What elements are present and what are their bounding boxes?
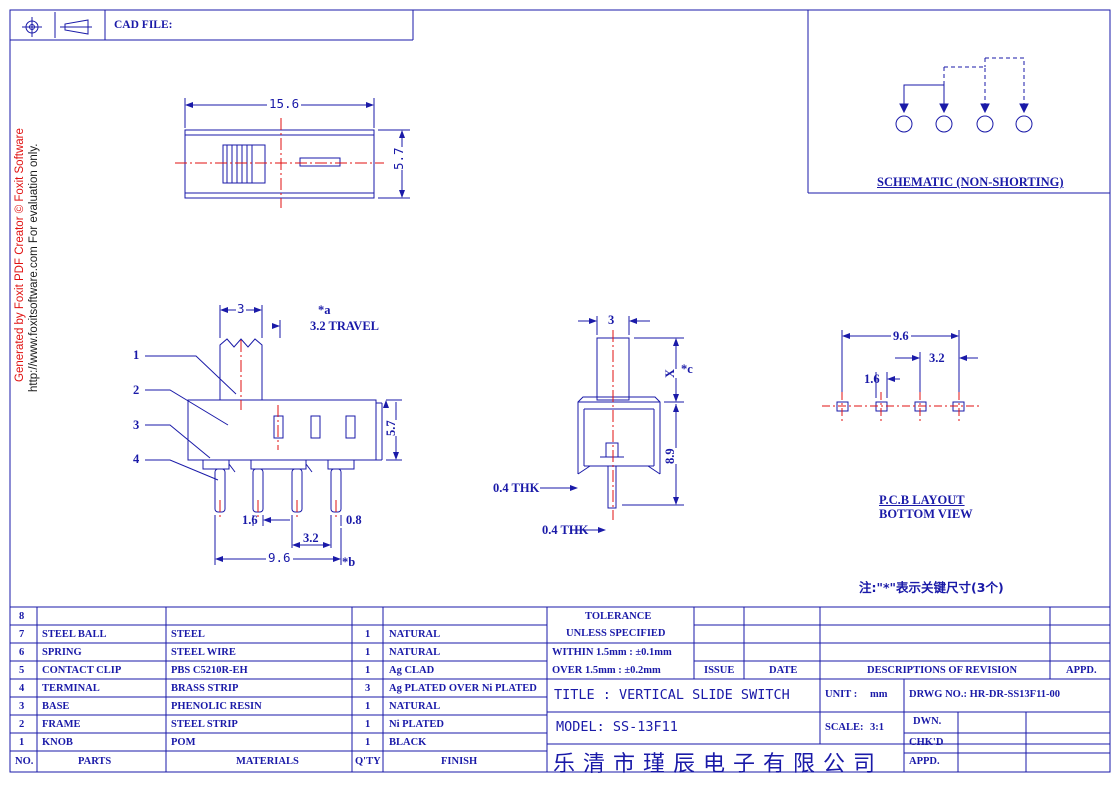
bom-material: BRASS STRIP xyxy=(171,683,239,694)
travel-note: *a xyxy=(318,303,331,317)
pin-width-dim: 1.6 xyxy=(242,513,258,527)
bom-material: PHENOLIC RESIN xyxy=(171,701,262,712)
bom-part: TERMINAL xyxy=(42,683,100,694)
bom-no: 6 xyxy=(19,647,25,658)
top-view xyxy=(184,98,410,199)
revision-issue: ISSUE xyxy=(704,665,735,676)
bom-finish: BLACK xyxy=(389,737,427,748)
bom-qty: 3 xyxy=(365,683,371,694)
chkd-label: CHK'D xyxy=(909,737,944,748)
projection-symbol-icon xyxy=(22,17,92,37)
pcb-pitch-dim: 3.2 xyxy=(929,351,945,365)
bom-no: 1 xyxy=(19,737,25,748)
revision-date: DATE xyxy=(769,665,798,676)
callout-2: 2 xyxy=(133,383,140,397)
bom-finish: Ag PLATED OVER Ni PLATED xyxy=(389,683,537,694)
bom-no: 8 xyxy=(19,611,25,622)
dwn-label: DWN. xyxy=(913,716,942,727)
model-number: MODEL: SS-13F11 xyxy=(556,719,678,735)
bom-finish: Ni PLATED xyxy=(389,719,444,730)
cad-file-label: CAD FILE: xyxy=(114,19,173,31)
side-x-label: X xyxy=(663,368,677,378)
bom-qty: 1 xyxy=(365,737,371,748)
bom-no: 3 xyxy=(19,701,25,712)
scale-label: SCALE: xyxy=(825,722,864,733)
span-note: *b xyxy=(342,555,356,569)
schematic-caption: SCHEMATIC (NON-SHORTING) xyxy=(877,175,1064,189)
bom-part: KNOB xyxy=(42,737,73,748)
bom-material: STEEL WIRE xyxy=(171,647,236,658)
pin-thk-dim: 0.8 xyxy=(346,513,362,527)
side-thk-lower: 0.4 THK xyxy=(542,523,589,537)
bom-header-no: NO. xyxy=(15,756,34,767)
bom-part: FRAME xyxy=(42,719,81,730)
side-x-note: *c xyxy=(681,362,693,376)
tolerance-over: OVER 1.5mm : ±0.2mm xyxy=(552,665,661,676)
bom-finish: NATURAL xyxy=(389,701,441,712)
pin-span-dim: 9.6 xyxy=(266,550,293,565)
bom-header-qty: Q'TY xyxy=(355,756,381,767)
bom-finish: NATURAL xyxy=(389,647,441,658)
unit-label: UNIT : xyxy=(825,689,858,700)
bom-qty: 1 xyxy=(365,719,371,730)
bom-header-finish: FINISH xyxy=(441,756,478,767)
bom-no: 7 xyxy=(19,629,25,640)
bom-qty: 1 xyxy=(365,665,371,676)
top-height-dim: 5.7 xyxy=(391,147,406,170)
appd-label: APPD. xyxy=(909,756,940,767)
travel-dim: 3.2 TRAVEL xyxy=(310,319,380,333)
schematic-diagram xyxy=(895,57,1033,133)
bom-finish: NATURAL xyxy=(389,629,441,640)
scale-value: 3:1 xyxy=(870,722,884,733)
bom-material: STEEL xyxy=(171,629,205,640)
tolerance-unless: UNLESS SPECIFIED xyxy=(566,628,666,639)
watermark-line2: http://www.foxitsoftware.com For evaluat… xyxy=(28,143,40,392)
pcb-pad-dim: 1.6 xyxy=(864,372,880,386)
bom-no: 5 xyxy=(19,665,25,676)
pcb-span-dim: 9.6 xyxy=(891,329,911,343)
revision-appd: APPD. xyxy=(1066,665,1097,676)
top-width-dim: 15.6 xyxy=(267,96,302,111)
bom-no: 4 xyxy=(19,683,25,694)
bom-material: PBS C5210R-EH xyxy=(171,665,248,676)
bom-qty: 1 xyxy=(365,629,371,640)
bom-qty: 1 xyxy=(365,647,371,658)
title-block-grid xyxy=(10,606,1110,772)
side-thk-upper: 0.4 THK xyxy=(493,481,540,495)
drawing-title: TITLE : VERTICAL SLIDE SWITCH xyxy=(554,687,790,703)
bom-material: POM xyxy=(171,737,196,748)
unit-value: mm xyxy=(870,689,888,700)
callout-1: 1 xyxy=(133,348,140,362)
sheet-border xyxy=(9,9,1111,773)
bom-finish: Ag CLAD xyxy=(389,665,435,676)
bom-part: BASE xyxy=(42,701,70,712)
bom-no: 2 xyxy=(19,719,25,730)
bom-header-materials: MATERIALS xyxy=(236,756,299,767)
pcb-subtitle: BOTTOM VIEW xyxy=(879,507,973,521)
bom-part: STEEL BALL xyxy=(42,629,107,640)
callout-3: 3 xyxy=(133,418,140,432)
company-name: 乐清市瑾辰电子有限公司 xyxy=(553,752,884,777)
bom-qty: 1 xyxy=(365,701,371,712)
front-height-dim: 5.7 xyxy=(384,420,398,436)
bom-part: SPRING xyxy=(42,647,82,658)
key-dimension-note: 注:"*"表示关键尺寸(3个) xyxy=(859,580,1004,595)
callout-4: 4 xyxy=(133,452,140,466)
bom-part: CONTACT CLIP xyxy=(42,665,122,676)
pin-pitch-dim: 3.2 xyxy=(303,531,319,545)
side-height-dim: 8.9 xyxy=(663,448,677,464)
side-view xyxy=(540,316,684,531)
front-view xyxy=(145,305,402,565)
bom-material: STEEL STRIP xyxy=(171,719,238,730)
front-knob-width: 3 xyxy=(236,301,246,316)
revision-descriptions: DESCRIPTIONS OF REVISION xyxy=(867,665,1018,676)
watermark-line1: Generated by Foxit PDF Creator © Foxit S… xyxy=(14,128,26,382)
pcb-title: P.C.B LAYOUT xyxy=(879,493,965,507)
tolerance-within: WITHIN 1.5mm : ±0.1mm xyxy=(552,647,672,658)
tolerance-title: TOLERANCE xyxy=(585,611,652,622)
bom-header-parts: PARTS xyxy=(78,756,112,767)
drawing-number: DRWG NO.: HR-DR-SS13F11-00 xyxy=(909,689,1061,700)
side-knob-width: 3 xyxy=(608,313,615,327)
